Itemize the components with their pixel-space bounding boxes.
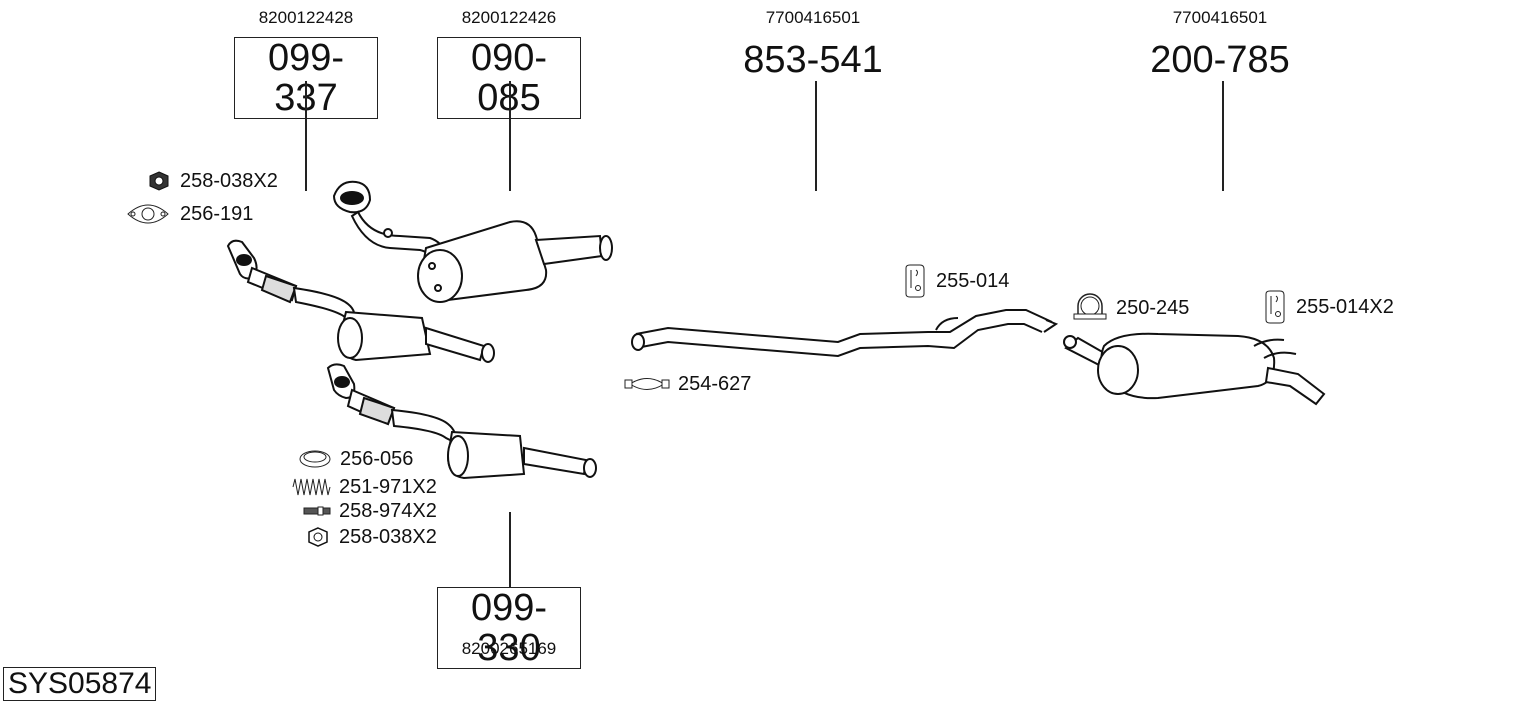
flange-nut-icon xyxy=(146,170,172,192)
accessory-label: 255-014X2 xyxy=(1296,296,1394,318)
accessory-250-245[interactable]: 250-245 xyxy=(1072,292,1189,324)
oem-number-099-337: 8200122428 xyxy=(258,8,354,27)
part-drawing-099-330[interactable] xyxy=(324,362,604,487)
accessory-label: 250-245 xyxy=(1116,297,1190,319)
leader-line-090-085 xyxy=(509,81,511,191)
u-clamp-icon xyxy=(1072,292,1108,324)
accessory-258-038x2-bottom[interactable]: 258-038X2 xyxy=(305,526,437,548)
part-drawing-099-337[interactable] xyxy=(226,238,506,368)
accessory-254-627[interactable]: 254-627 xyxy=(624,373,751,395)
part-number-200-785[interactable]: 200-785 xyxy=(1150,39,1290,81)
gasket-icon xyxy=(124,203,172,225)
sealing-ring-icon xyxy=(298,448,332,470)
flange-nut-icon xyxy=(305,526,331,548)
part-number-853-541[interactable]: 853-541 xyxy=(743,39,883,81)
accessory-label: 256-056 xyxy=(340,448,414,470)
spring-icon xyxy=(291,477,331,497)
oem-number-099-330: 8200265169 xyxy=(461,639,557,658)
rubber-hanger-icon xyxy=(902,264,928,298)
part-drawing-200-785[interactable] xyxy=(1058,328,1328,408)
leader-line-099-337 xyxy=(305,81,307,191)
bolt-icon xyxy=(303,505,331,517)
oem-number-090-085: 8200122426 xyxy=(461,8,557,27)
accessory-label: 256-191 xyxy=(180,203,254,225)
accessory-label: 251-971X2 xyxy=(339,476,437,498)
rubber-hanger-icon xyxy=(1262,290,1288,324)
accessory-label: 255-014 xyxy=(936,270,1010,292)
accessory-label: 254-627 xyxy=(678,373,752,395)
accessory-255-014x2[interactable]: 255-014X2 xyxy=(1262,290,1394,324)
oem-number-200-785: 7700416501 xyxy=(1172,8,1268,27)
part-drawing-853-541[interactable] xyxy=(628,302,1058,358)
accessory-label: 258-038X2 xyxy=(180,170,278,192)
accessory-251-971x2[interactable]: 251-971X2 xyxy=(291,476,437,498)
accessory-258-038x2-top[interactable]: 258-038X2 xyxy=(146,170,278,192)
leader-line-099-330 xyxy=(509,512,511,587)
system-id-label: SYS05874 xyxy=(3,667,157,701)
accessory-258-974x2[interactable]: 258-974X2 xyxy=(303,500,437,522)
accessory-256-056[interactable]: 256-056 xyxy=(298,448,413,470)
accessory-255-014[interactable]: 255-014 xyxy=(902,264,1009,298)
part-drawing-090-085[interactable] xyxy=(330,178,620,303)
oem-number-853-541: 7700416501 xyxy=(765,8,861,27)
pipe-clamp-icon xyxy=(624,373,670,395)
part-number-099-330[interactable]: 099-330 xyxy=(437,587,581,669)
leader-line-200-785 xyxy=(1222,81,1224,191)
accessory-label: 258-974X2 xyxy=(339,500,437,522)
accessory-256-191[interactable]: 256-191 xyxy=(124,203,253,225)
accessory-label: 258-038X2 xyxy=(339,526,437,548)
leader-line-853-541 xyxy=(815,81,817,191)
